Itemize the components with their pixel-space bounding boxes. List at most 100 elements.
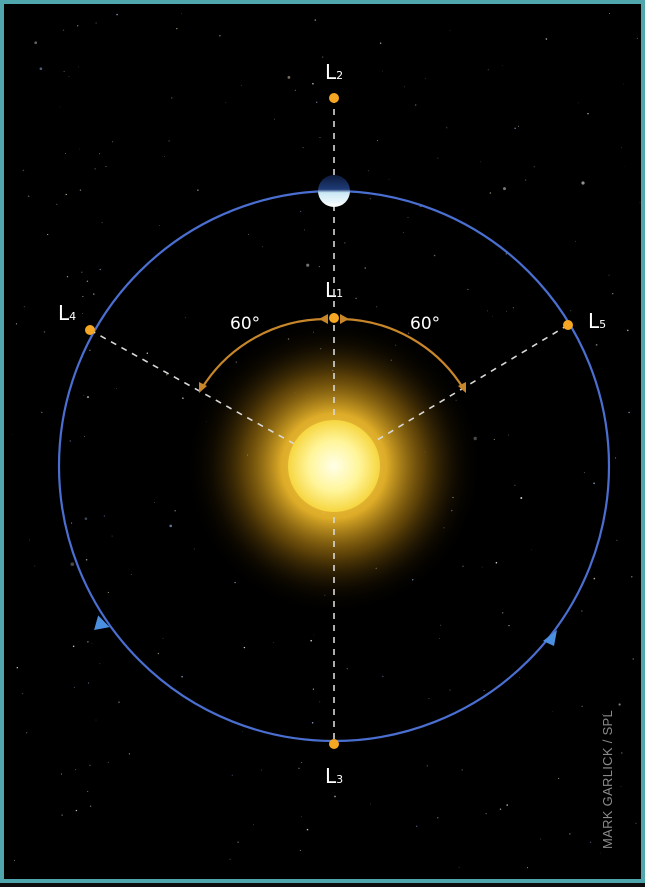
- star: [71, 522, 73, 524]
- l4-point: [85, 325, 95, 335]
- l3-label: L3: [325, 764, 343, 788]
- star: [87, 790, 89, 792]
- l2-point: [329, 93, 339, 103]
- star: [105, 166, 107, 167]
- star: [73, 686, 75, 688]
- star: [21, 692, 24, 695]
- star: [301, 762, 303, 764]
- star: [461, 769, 463, 771]
- star: [481, 566, 483, 568]
- arc-arrowhead-icon: [199, 382, 207, 393]
- star: [154, 502, 155, 503]
- star: [316, 101, 318, 103]
- star: [298, 767, 300, 769]
- star: [618, 703, 621, 706]
- l1-label: L1: [325, 278, 343, 302]
- star: [575, 240, 577, 242]
- photo-credit: MARK GARLICK / SPL: [600, 710, 615, 849]
- star: [83, 435, 86, 438]
- star: [502, 64, 503, 66]
- star: [502, 612, 504, 614]
- star: [620, 786, 622, 787]
- l3-point: [329, 739, 339, 749]
- star: [526, 867, 528, 869]
- star: [146, 352, 148, 354]
- star: [631, 576, 633, 578]
- star: [508, 434, 510, 436]
- star: [72, 645, 75, 648]
- star: [620, 147, 622, 148]
- star: [219, 35, 221, 37]
- star: [518, 676, 520, 679]
- star: [84, 517, 88, 520]
- star: [636, 37, 638, 39]
- star: [524, 179, 527, 181]
- star: [75, 809, 78, 812]
- star: [116, 13, 118, 16]
- star: [382, 70, 383, 72]
- star: [252, 824, 255, 826]
- star: [531, 549, 533, 551]
- star: [581, 705, 583, 707]
- star: [416, 825, 418, 827]
- star: [569, 833, 571, 835]
- star: [130, 574, 132, 575]
- star: [89, 349, 91, 351]
- star: [82, 295, 84, 298]
- star: [462, 565, 464, 567]
- star: [624, 165, 626, 167]
- star: [486, 310, 488, 312]
- star: [616, 539, 618, 541]
- star: [355, 297, 357, 300]
- star: [116, 387, 117, 389]
- star: [602, 714, 604, 716]
- star: [240, 84, 242, 86]
- right-60-degree-arc: [341, 317, 464, 389]
- star: [367, 170, 369, 172]
- star: [85, 559, 88, 561]
- orbit-direction-arrowhead-icon: [94, 615, 110, 630]
- star: [65, 193, 67, 196]
- star: [595, 344, 598, 346]
- star: [558, 777, 560, 779]
- star: [67, 317, 69, 319]
- star: [128, 753, 130, 755]
- star: [593, 577, 596, 580]
- star: [237, 841, 239, 843]
- star: [593, 482, 595, 485]
- star: [231, 774, 233, 776]
- star: [22, 169, 25, 172]
- star: [88, 682, 90, 684]
- star: [570, 310, 572, 312]
- star: [615, 457, 616, 459]
- star: [426, 765, 429, 767]
- lagrange-points-diagram: L2 L1 L3 L4 L5 60° 60° MARK GARLICK / SP…: [11, 13, 641, 869]
- star: [101, 222, 103, 224]
- star: [577, 102, 579, 104]
- star: [23, 306, 25, 308]
- star: [376, 306, 378, 308]
- star: [89, 805, 92, 807]
- star: [47, 234, 49, 236]
- star: [503, 187, 506, 191]
- star: [483, 689, 485, 691]
- star: [87, 641, 89, 643]
- l5-point: [563, 320, 573, 330]
- star: [508, 625, 510, 627]
- earth: [318, 175, 350, 207]
- star: [86, 396, 90, 399]
- star: [344, 242, 346, 244]
- star: [89, 764, 91, 766]
- star: [512, 307, 514, 309]
- star: [404, 86, 405, 88]
- star: [27, 195, 30, 198]
- star: [540, 838, 542, 840]
- star: [229, 858, 231, 861]
- star: [514, 127, 516, 130]
- star: [437, 157, 439, 159]
- star: [65, 152, 66, 154]
- star: [69, 440, 71, 442]
- star: [545, 38, 548, 40]
- arc-arrowhead-icon: [458, 382, 466, 393]
